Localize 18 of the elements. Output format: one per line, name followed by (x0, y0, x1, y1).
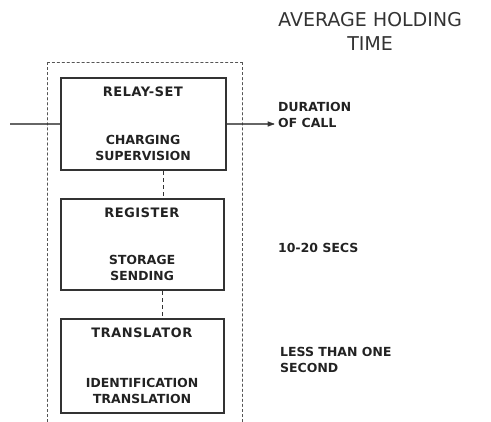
unit-functions: STORAGE SENDING (108, 252, 176, 284)
unit-box (60, 318, 224, 414)
unit-box (60, 76, 226, 170)
unit-title: TRANSLATOR (91, 326, 193, 340)
unit-title: REGISTER (104, 206, 180, 220)
dashed-link (162, 290, 163, 318)
arrow (227, 121, 275, 127)
line (10, 123, 60, 125)
output-label: DURATION OF CALL (278, 99, 356, 131)
holding-time: 10-20 SECS (278, 240, 360, 256)
unit-functions: IDENTIFICATION TRANSLATION (84, 374, 200, 406)
holding-time: LESS THAN ONE SECOND (280, 344, 392, 376)
unit-title: RELAY-SET (102, 84, 184, 100)
column-heading: AVERAGE HOLDING TIME (277, 8, 463, 56)
unit-box (60, 198, 224, 290)
dashed-enclosure (47, 62, 243, 422)
unit-functions: CHARGING SUPERVISION (94, 132, 192, 164)
dashed-link (163, 170, 164, 198)
